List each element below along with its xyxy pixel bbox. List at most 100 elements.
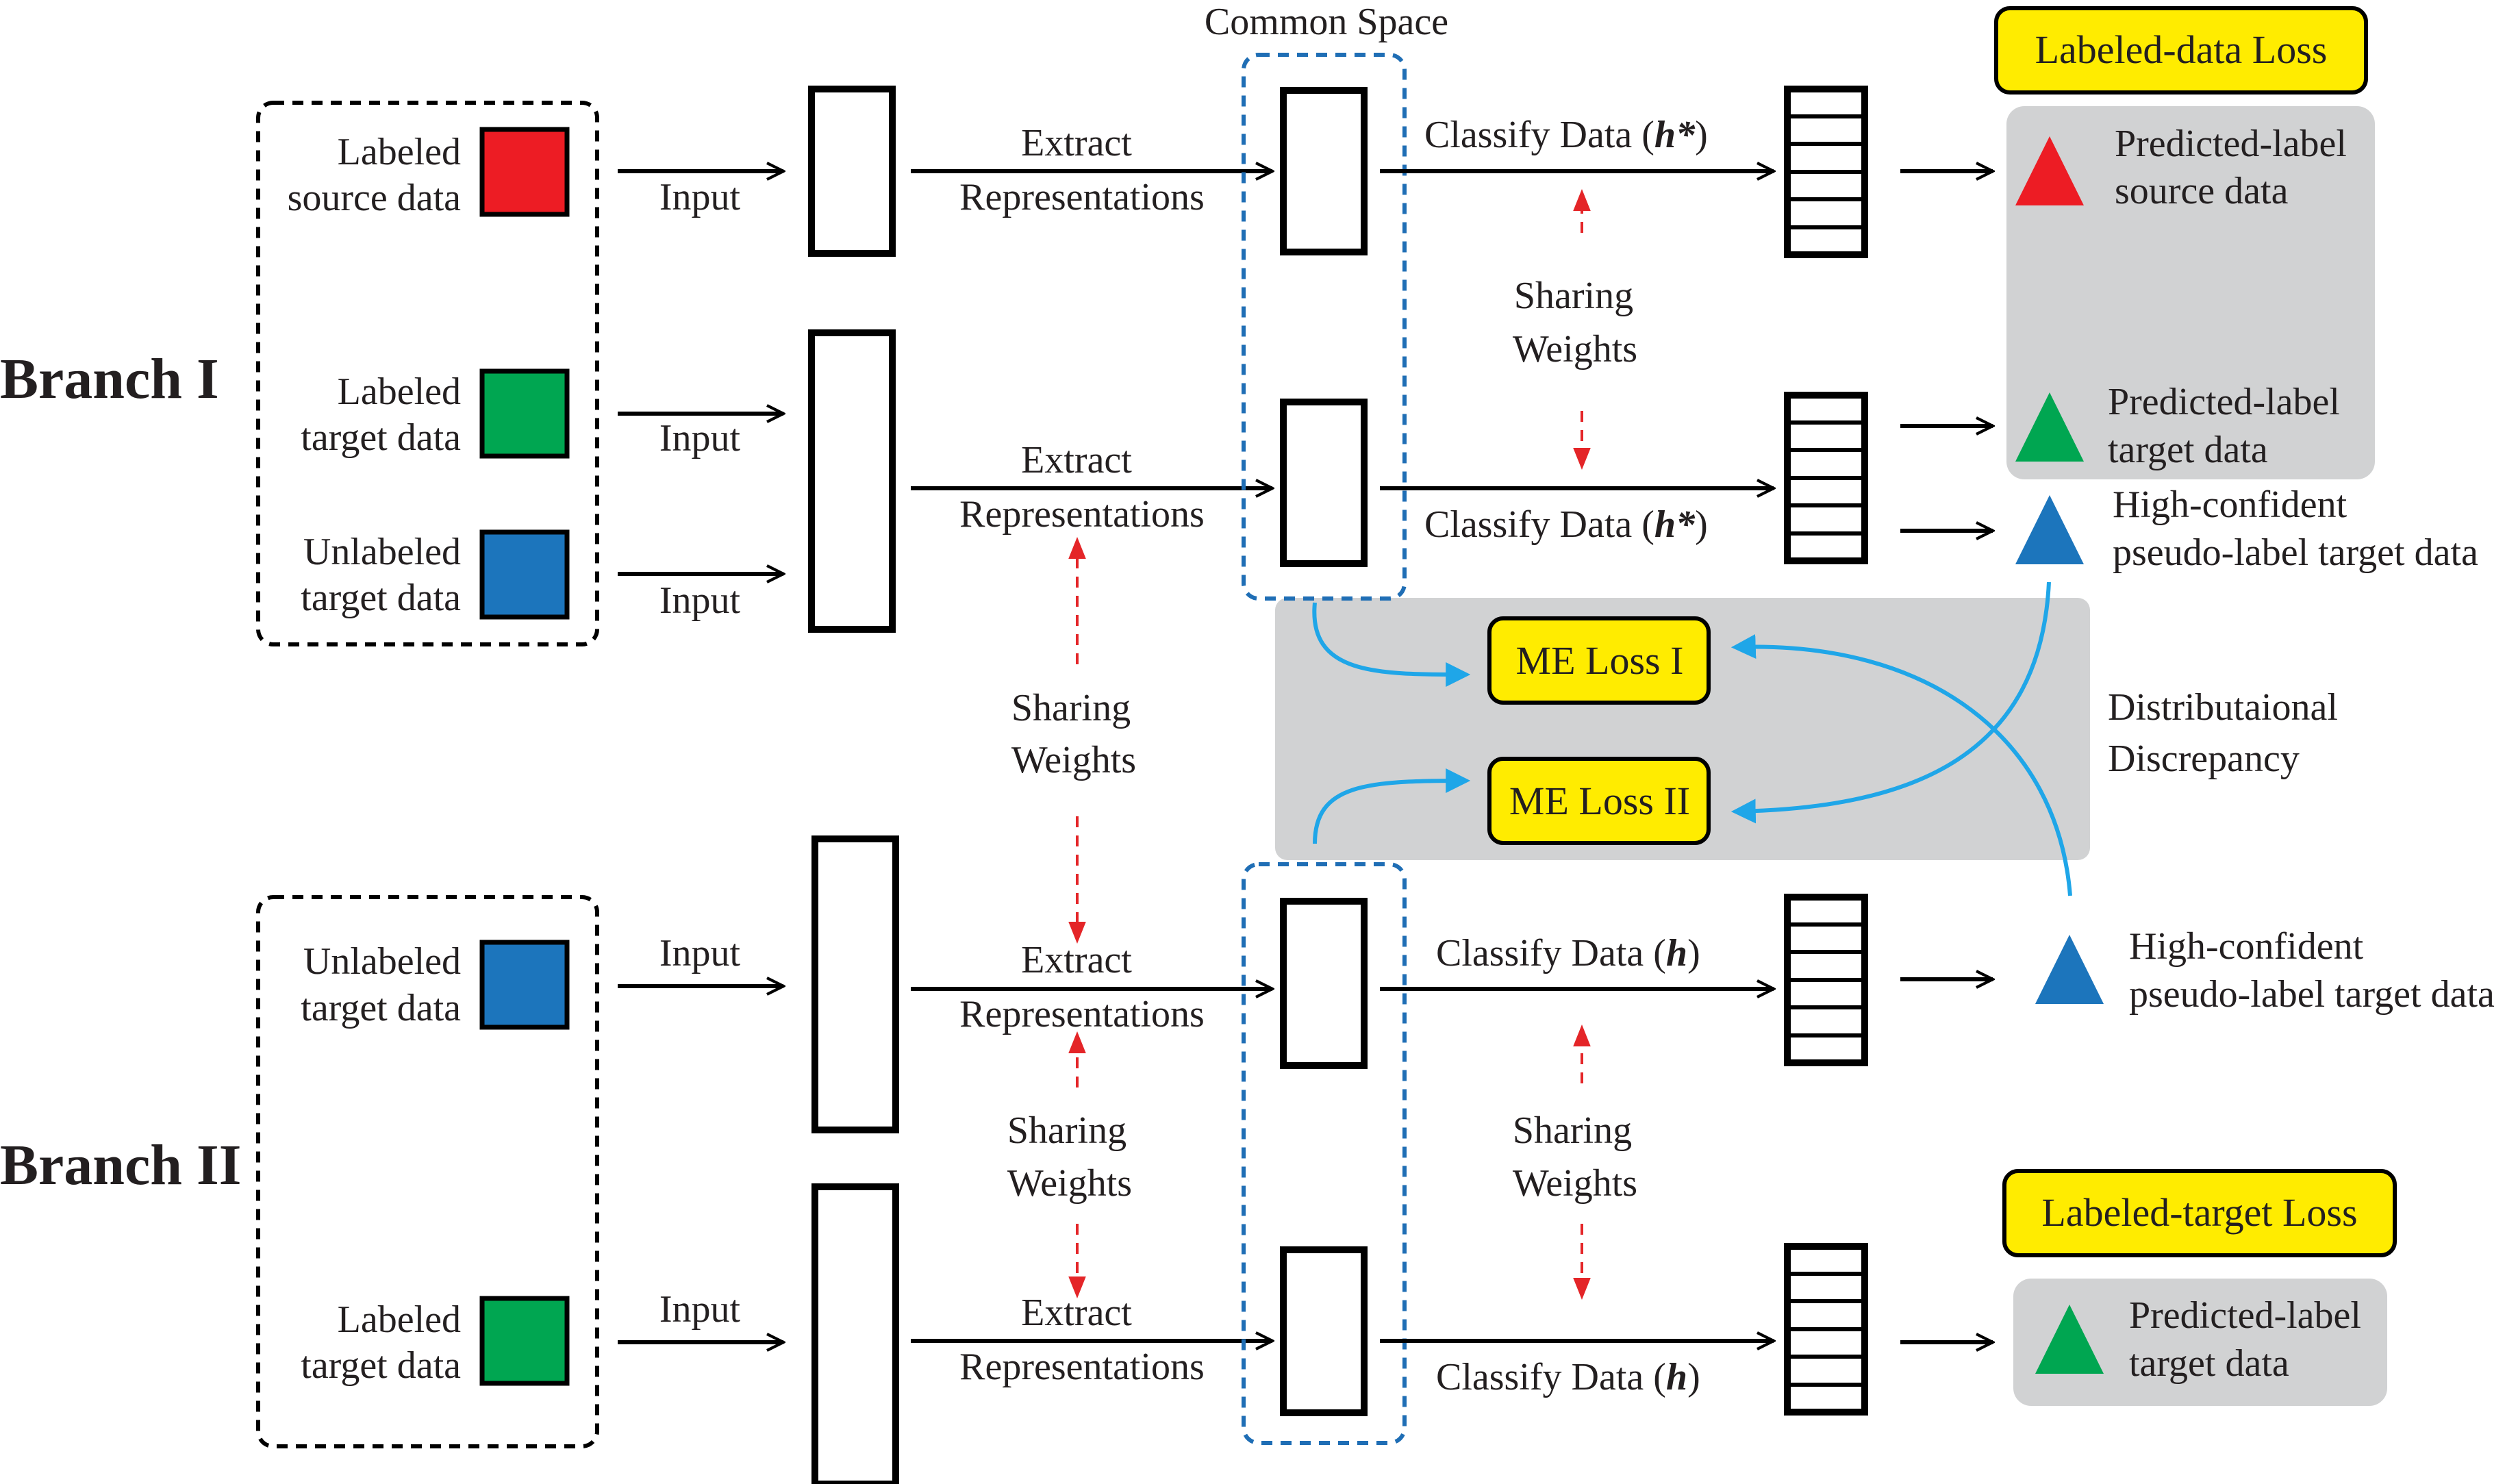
svg-text:target data: target data: [301, 416, 461, 459]
svg-text:Discrepancy: Discrepancy: [2108, 738, 2300, 780]
encoder-frame-1: [808, 86, 896, 257]
feature-frame-1: [1280, 87, 1368, 255]
feature-frame-2: [1280, 399, 1368, 567]
svg-text:source data: source data: [2115, 170, 2289, 212]
b2-unlabeled-target-square: [479, 940, 570, 1030]
distributional-discrepancy-label: Distributaional Discrepancy: [2108, 686, 2338, 780]
input-label-2: Input: [659, 417, 741, 460]
svg-text:Extract: Extract: [1021, 1292, 1132, 1334]
classifier-output-3: [1784, 894, 1868, 1066]
pred-source-triangle: [2015, 136, 2084, 205]
svg-text:High-confident: High-confident: [2113, 483, 2347, 526]
branch-1-label: Branch I: [0, 347, 219, 411]
svg-text:Extract: Extract: [1021, 122, 1132, 164]
common-space-box-2: [1242, 862, 1407, 1445]
common-space-box-1: [1242, 53, 1407, 601]
svg-text:Unlabeled: Unlabeled: [303, 940, 461, 983]
encoder-frame-4: [811, 1183, 899, 1484]
b2-pred-target-triangle: [2035, 1305, 2104, 1374]
labeled-data-loss-box: [1994, 6, 2368, 95]
svg-text:Sharing: Sharing: [1011, 687, 1131, 729]
b2-pred-target-label: Predicted-label target data: [2129, 1294, 2361, 1385]
pred-target-triangle: [2015, 392, 2084, 462]
classify-label-1: Classify Data (h*): [1424, 114, 1708, 156]
svg-text:Sharing: Sharing: [1513, 1109, 1632, 1152]
b2-labeled-target-square: [479, 1296, 570, 1386]
svg-text:pseudo-label target data: pseudo-label target data: [2129, 973, 2495, 1016]
labeled-source-label: Labeled source data: [288, 131, 462, 219]
classifier-output-4: [1784, 1243, 1868, 1416]
b2-pseudo-label: High-confident pseudo-label target data: [2129, 925, 2495, 1016]
svg-text:target data: target data: [2108, 429, 2268, 471]
branch-1-input-group: [256, 101, 599, 646]
svg-text:High-confident: High-confident: [2129, 925, 2364, 968]
feature-frame-4: [1280, 1246, 1368, 1416]
extract-label-2: Extract Representations: [959, 439, 1205, 536]
classify-label-3: Classify Data (h): [1436, 932, 1700, 974]
branch-2-input-group: [256, 895, 599, 1448]
encoder-frame-2: [808, 329, 896, 633]
svg-text:Extract: Extract: [1021, 439, 1132, 481]
svg-text:Representations: Representations: [959, 1346, 1205, 1388]
unlabeled-target-label: Unlabeled target data: [301, 531, 461, 619]
svg-text:Sharing: Sharing: [1514, 275, 1633, 317]
svg-text:Distributaional: Distributaional: [2108, 686, 2338, 729]
extract-label-1: Extract Representations: [959, 122, 1205, 218]
labeled-source-square: [479, 127, 570, 217]
b1-pseudo-triangle: [2015, 495, 2084, 564]
svg-text:Representations: Representations: [959, 993, 1205, 1035]
svg-text:source data: source data: [288, 177, 462, 219]
b2-pseudo-triangle: [2035, 935, 2104, 1004]
svg-text:pseudo-label target data: pseudo-label target data: [2113, 531, 2478, 574]
b2-labeled-target-label: Labeled target data: [301, 1298, 461, 1387]
svg-text:Representations: Representations: [959, 493, 1205, 536]
svg-text:Extract: Extract: [1021, 939, 1132, 981]
common-space-title: Common Space: [1205, 1, 1448, 43]
svg-text:target data: target data: [301, 577, 461, 619]
svg-text:Labeled: Labeled: [338, 131, 461, 173]
encoder-frame-3: [811, 835, 899, 1133]
pred-source-label: Predicted-label source data: [2115, 123, 2347, 212]
svg-text:Weights: Weights: [1011, 739, 1136, 781]
me-loss-1-label: ME Loss I: [1516, 638, 1684, 683]
svg-text:Labeled: Labeled: [338, 370, 461, 413]
svg-text:target data: target data: [301, 987, 461, 1029]
svg-text:Weights: Weights: [1513, 328, 1637, 370]
classifier-output-2: [1784, 392, 1868, 564]
sharing-weights-label-1: Sharing Weights: [1513, 275, 1637, 370]
input-label-4: Input: [659, 932, 741, 974]
sharing-weights-label-4: Sharing Weights: [1513, 1109, 1637, 1205]
me-loss-2-box: [1487, 757, 1711, 845]
labeled-data-output-panel: [2006, 106, 2375, 479]
curve-common-space-1-to-me-loss-1: [1312, 602, 1471, 687]
unlabeled-target-square: [479, 529, 570, 620]
extract-label-4: Extract Representations: [959, 1292, 1205, 1388]
svg-text:Weights: Weights: [1007, 1162, 1132, 1205]
me-loss-1-box: [1487, 616, 1711, 705]
input-label-5: Input: [659, 1288, 741, 1331]
svg-text:target data: target data: [301, 1344, 461, 1387]
input-label-1: Input: [659, 176, 741, 218]
labeled-target-output-panel: [2013, 1279, 2387, 1406]
labeled-target-label: Labeled target data: [301, 370, 461, 459]
curve-b1-pseudo-to-me-loss-2: [1730, 581, 2051, 824]
svg-text:Representations: Representations: [959, 176, 1205, 218]
svg-text:Labeled: Labeled: [338, 1298, 461, 1341]
pred-target-label: Predicted-label target data: [2108, 381, 2340, 471]
svg-text:Predicted-label: Predicted-label: [2108, 381, 2340, 423]
branch-2-label: Branch II: [0, 1133, 241, 1197]
svg-text:target data: target data: [2129, 1342, 2289, 1385]
sharing-weights-label-2: Sharing Weights: [1011, 687, 1136, 781]
classify-label-4: Classify Data (h): [1436, 1356, 1700, 1398]
classify-label-2: Classify Data (h*): [1424, 503, 1708, 546]
me-loss-2-label: ME Loss II: [1509, 779, 1690, 823]
sharing-weights-label-3: Sharing Weights: [1007, 1109, 1132, 1205]
curve-b2-pseudo-to-me-loss-1: [1730, 634, 2072, 896]
svg-text:Predicted-label: Predicted-label: [2129, 1294, 2361, 1337]
b1-pseudo-label: High-confident pseudo-label target data: [2113, 483, 2478, 574]
extract-label-3: Extract Representations: [959, 939, 1205, 1035]
svg-text:Unlabeled: Unlabeled: [303, 531, 461, 573]
input-label-3: Input: [659, 579, 741, 622]
svg-text:Predicted-label: Predicted-label: [2115, 123, 2347, 165]
